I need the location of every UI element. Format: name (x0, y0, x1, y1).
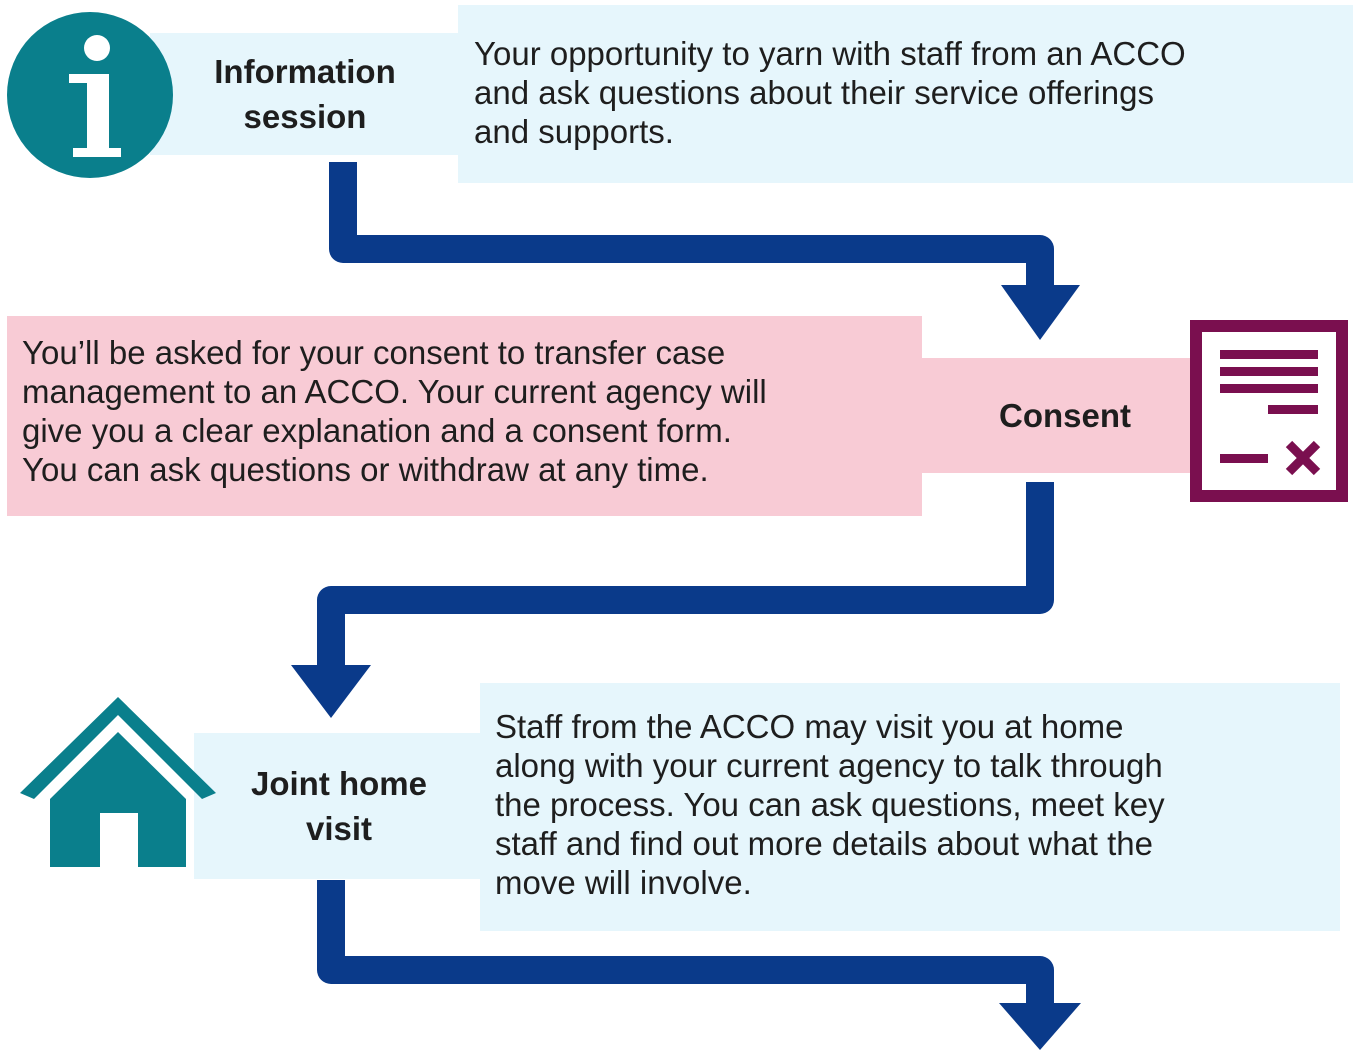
consent-desc-line-2: management to an ACCO. Your current agen… (22, 373, 767, 410)
arrowhead-2 (291, 665, 371, 718)
info-session-description: Your opportunity to yarn with staff from… (474, 34, 1344, 151)
consent-desc-line-4: You can ask questions or withdraw at any… (22, 451, 709, 488)
home-visit-label-panel: Joint home visit (194, 733, 484, 879)
home-desc-line-3: the process. You can ask questions, meet… (495, 786, 1165, 823)
home-desc-line-4: staff and find out more details about wh… (495, 825, 1153, 862)
connector-arrow-2 (317, 482, 1054, 672)
consent-desc-line-1: You’ll be asked for your consent to tran… (22, 334, 726, 371)
arrowhead-1 (1001, 285, 1080, 340)
info-session-label: Information session (214, 53, 396, 135)
home-desc-line-2: along with your current agency to talk t… (495, 747, 1163, 784)
consent-form-icon (1190, 320, 1348, 502)
connector-arrow-1 (329, 162, 1054, 300)
info-session-label-panel: Information session (150, 33, 460, 155)
home-visit-label: Joint home visit (250, 765, 427, 847)
consent-label-panel: Consent (920, 358, 1210, 473)
consent-description-panel (7, 316, 922, 516)
consent-description: You’ll be asked for your consent to tran… (22, 333, 917, 489)
house-icon (20, 695, 216, 867)
info-description-panel (458, 5, 1353, 183)
home-desc-line-5: move will involve. (495, 864, 752, 901)
home-visit-description: Staff from the ACCO may visit you at hom… (495, 707, 1340, 902)
consent-label: Consent (999, 397, 1131, 434)
connector-arrow-3 (317, 880, 1054, 1015)
arrowhead-3 (999, 1003, 1081, 1050)
home-visit-description-panel (480, 683, 1340, 931)
consent-desc-line-3: give you a clear explanation and a conse… (22, 412, 732, 449)
info-icon (5, 10, 175, 180)
info-desc-line-2: and ask questions about their service of… (474, 74, 1154, 111)
home-desc-line-1: Staff from the ACCO may visit you at hom… (495, 708, 1124, 745)
info-desc-line-3: and supports. (474, 113, 674, 150)
info-desc-line-1: Your opportunity to yarn with staff from… (474, 35, 1186, 72)
